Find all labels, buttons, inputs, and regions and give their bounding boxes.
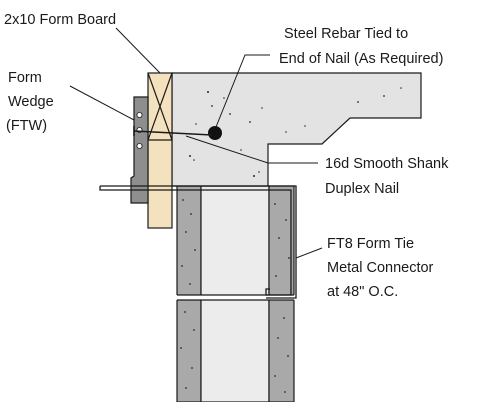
- wall-aggregate-speckles: [180, 199, 290, 393]
- label-form-board: 2x10 Form Board: [4, 12, 116, 28]
- label-tie-line2: Metal Connector: [327, 260, 434, 276]
- steel-rebar: [208, 126, 222, 140]
- label-rebar-line1: Steel Rebar Tied to: [284, 26, 408, 42]
- wall-right-concrete-face: [268, 185, 295, 403]
- label-nail-line2: Duplex Nail: [325, 181, 399, 197]
- form-board: [147, 72, 173, 229]
- label-form-wedge-line3: (FTW): [6, 118, 47, 134]
- wall-left-concrete-face: [176, 185, 202, 403]
- ft8-form-tie: [99, 185, 297, 299]
- label-form-wedge-line1: Form: [8, 70, 42, 86]
- wall-foam-core: [200, 185, 270, 403]
- form-wedge: [130, 96, 149, 204]
- duplex-nail: [133, 126, 213, 136]
- label-tie-line1: FT8 Form Tie: [327, 236, 414, 252]
- concrete-aggregate-speckles: [189, 87, 402, 177]
- wall-assembly: [176, 185, 295, 403]
- label-tie-line3: at 48" O.C.: [327, 284, 398, 300]
- leader-lines: [69, 27, 323, 259]
- label-nail-line1: 16d Smooth Shank: [325, 156, 449, 172]
- label-form-wedge-line2: Wedge: [8, 94, 54, 110]
- label-rebar-line2: End of Nail (As Required): [279, 51, 443, 67]
- wall-course-joint: [176, 295, 295, 300]
